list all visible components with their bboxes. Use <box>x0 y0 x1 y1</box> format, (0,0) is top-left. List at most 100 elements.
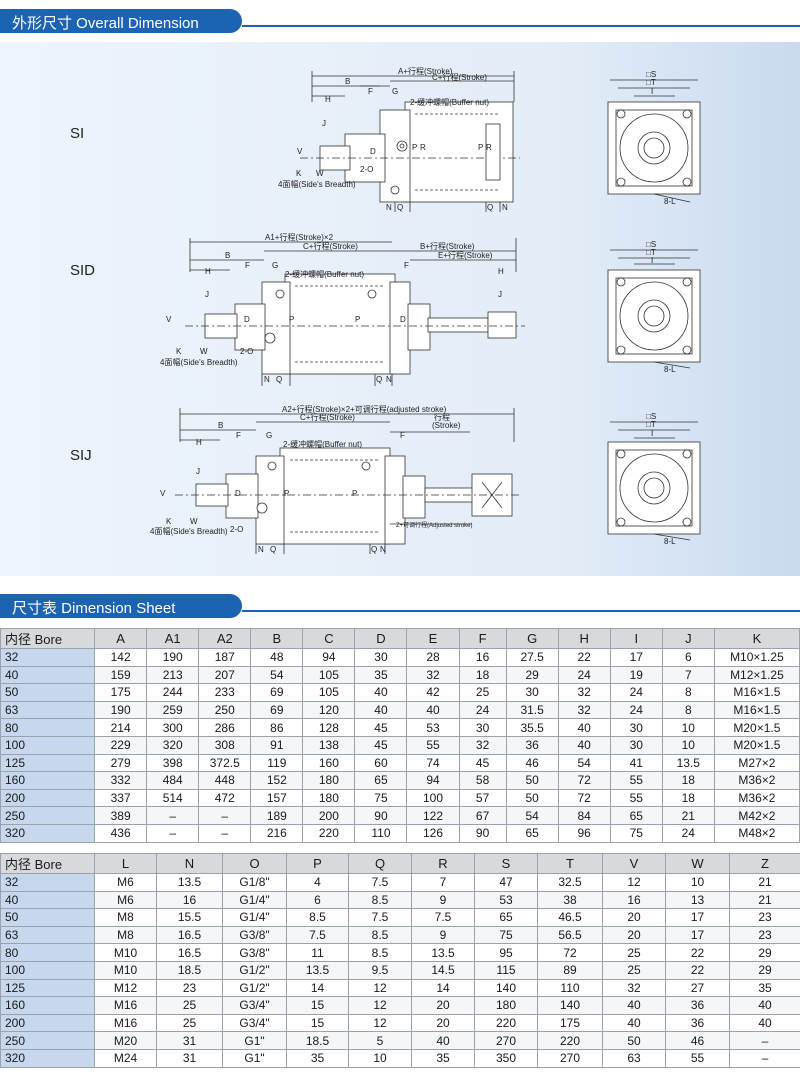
table-cell: 7 <box>661 665 715 685</box>
table-cell: 29 <box>729 960 800 980</box>
bore-cell: 80 <box>0 943 95 962</box>
svg-text:2-缓冲螺帽(Buffer nut): 2-缓冲螺帽(Buffer nut) <box>410 97 489 107</box>
table-cell: 30 <box>458 718 507 737</box>
svg-text:E+行程(Stroke): E+行程(Stroke) <box>438 250 493 260</box>
svg-text:N: N <box>380 545 386 554</box>
table-cell: 35 <box>286 1048 349 1068</box>
svg-text:J: J <box>322 119 326 128</box>
table-cell: 90 <box>458 823 507 843</box>
column-header: G <box>505 628 559 649</box>
bore-cell: 50 <box>0 683 96 702</box>
bore-cell: 100 <box>0 735 96 755</box>
table-cell: 23 <box>729 908 800 927</box>
table-cell: 300 <box>146 718 200 737</box>
table-cell: 25 <box>602 960 666 980</box>
table-cell: 19 <box>609 665 663 685</box>
table-cell: 30 <box>609 735 663 755</box>
table-cell: M36×2 <box>713 788 800 808</box>
bore-cell: 32 <box>0 648 96 667</box>
table-cell: 35.5 <box>505 718 559 737</box>
table-cell: G3/8" <box>222 925 287 945</box>
table-cell: G3/4" <box>222 1013 287 1033</box>
svg-text:Q: Q <box>270 545 276 554</box>
svg-text:B: B <box>218 421 223 430</box>
table-cell: 31 <box>156 1031 223 1050</box>
bore-cell: 40 <box>0 665 96 685</box>
table-cell: G1/8" <box>222 873 287 892</box>
table-cell: 484 <box>146 771 200 790</box>
table-cell: 20 <box>411 996 475 1015</box>
bore-cell: 50 <box>0 908 95 927</box>
table-cell: 279 <box>94 753 148 773</box>
svg-text:B: B <box>225 251 230 260</box>
table-cell: 175 <box>537 1013 603 1033</box>
svg-text:F: F <box>368 87 373 96</box>
svg-text:□T: □T <box>646 420 656 429</box>
svg-text:P: P <box>284 489 289 498</box>
table-cell: 45 <box>354 735 408 755</box>
svg-text:□S: □S <box>646 70 656 79</box>
table-cell: 25 <box>156 1013 223 1033</box>
table-cell: 32 <box>602 978 666 998</box>
table-cell: 40 <box>411 1031 475 1050</box>
table-cell: 10 <box>348 1048 412 1068</box>
column-header: J <box>661 628 715 649</box>
column-header: K <box>713 628 800 649</box>
svg-text:V: V <box>160 489 166 498</box>
table-cell: 75 <box>609 823 663 843</box>
column-header: F <box>458 628 507 649</box>
dimension-sheet-header: 尺寸表 Dimension Sheet <box>0 594 800 618</box>
table-cell: 21 <box>729 890 800 910</box>
model-label-sij: SIJ <box>70 447 92 464</box>
table-cell: 57 <box>458 788 507 808</box>
table-cell: 213 <box>146 665 200 685</box>
svg-text:B+行程(Stroke): B+行程(Stroke) <box>420 241 475 251</box>
table-cell: 372.5 <box>198 753 252 773</box>
table-cell: M20 <box>94 1031 157 1050</box>
table-cell: 138 <box>302 735 356 755</box>
table-cell: 40 <box>602 1013 666 1033</box>
table-cell: 94 <box>302 648 356 667</box>
table-cell: 180 <box>302 771 356 790</box>
table-cell: 270 <box>474 1031 538 1050</box>
svg-text:P: P <box>478 143 483 152</box>
table-cell: 8.5 <box>348 943 412 962</box>
bore-cell: 125 <box>0 753 96 773</box>
table-cell: 12 <box>348 978 412 998</box>
table-cell: 5 <box>348 1031 412 1050</box>
table-cell: M8 <box>94 908 157 927</box>
dimension-sheet-title: 尺寸表 Dimension Sheet <box>12 600 176 617</box>
table-cell: 50 <box>505 771 559 790</box>
table-cell: M6 <box>94 890 157 910</box>
column-header: D <box>354 628 408 649</box>
table-cell: 75 <box>474 925 538 945</box>
column-header: 内径 Bore <box>0 853 95 874</box>
table-cell: 69 <box>250 683 304 702</box>
sij-side-view <box>175 408 522 554</box>
bore-cell: 200 <box>0 788 96 808</box>
table-cell: 9 <box>411 925 475 945</box>
table-cell: – <box>146 823 200 843</box>
bore-cell: 200 <box>0 1013 95 1033</box>
table-cell: 8.5 <box>348 925 412 945</box>
table-cell: 13 <box>665 890 730 910</box>
svg-text:Q: Q <box>371 545 377 554</box>
table-cell: 53 <box>406 718 460 737</box>
table-cell: 25 <box>458 683 507 702</box>
table-cell: 119 <box>250 753 304 773</box>
svg-text:V: V <box>166 315 172 324</box>
table-cell: 18 <box>661 771 715 790</box>
column-header: A <box>94 628 148 649</box>
table-cell: 220 <box>537 1031 603 1050</box>
table-cell: 105 <box>302 665 356 685</box>
table-cell: 160 <box>302 753 356 773</box>
table-cell: 152 <box>250 771 304 790</box>
column-header: S <box>474 853 538 874</box>
table-cell: 47 <box>474 873 538 892</box>
table-cell: 140 <box>474 978 538 998</box>
